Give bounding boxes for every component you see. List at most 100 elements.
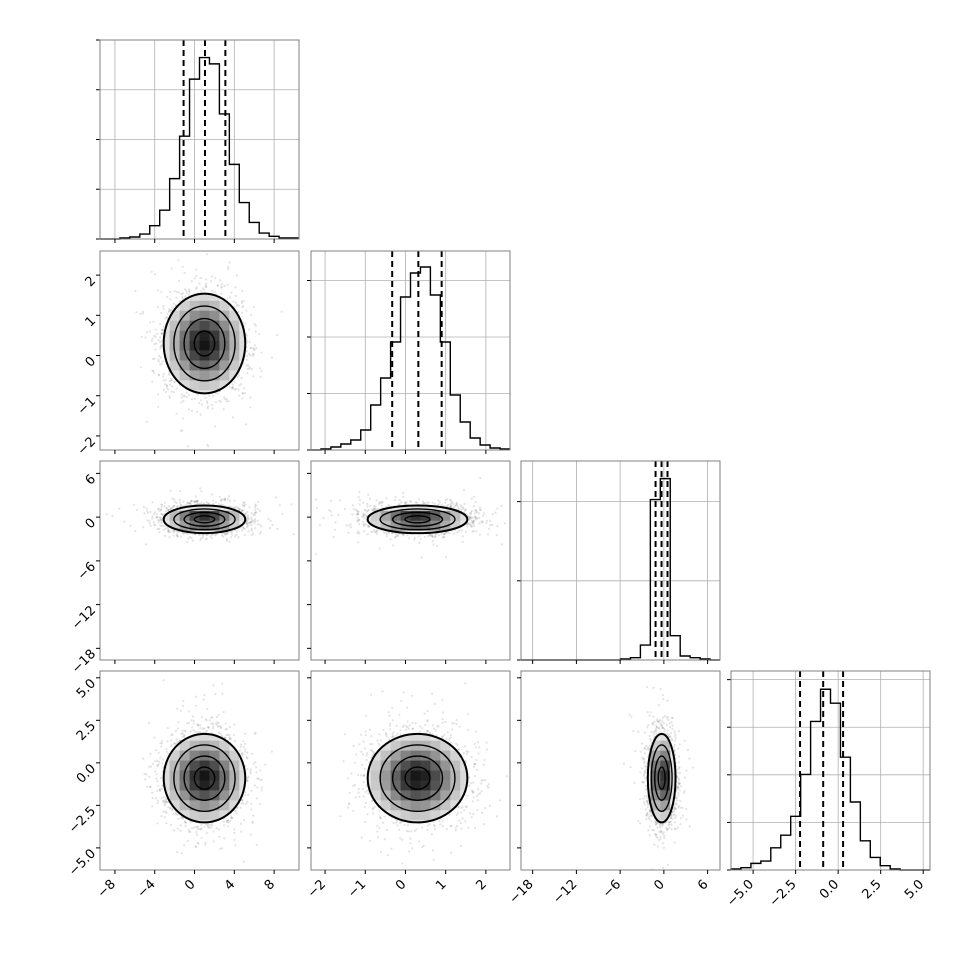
- scatter-point: [165, 379, 167, 381]
- scatter-point: [157, 306, 159, 308]
- x-tick-label: 0.0: [817, 877, 842, 902]
- density-cell: [190, 281, 200, 291]
- scatter-point: [247, 368, 249, 370]
- scatter-point: [243, 387, 245, 389]
- scatter-point: [257, 508, 259, 510]
- scatter-point: [252, 533, 254, 535]
- scatter-point: [245, 309, 247, 311]
- scatter-point: [191, 410, 193, 412]
- scatter-point: [179, 502, 181, 504]
- scatter-point: [390, 538, 392, 540]
- scatter-point: [156, 513, 158, 515]
- scatter-point: [221, 287, 223, 289]
- scatter-point: [210, 280, 212, 282]
- scatter-point: [251, 368, 253, 370]
- density-cell: [219, 360, 229, 370]
- scatter-point: [246, 350, 248, 352]
- scatter-point: [159, 336, 161, 338]
- scatter-point: [221, 498, 223, 500]
- scatter-point: [253, 306, 255, 308]
- scatter-point: [492, 513, 494, 515]
- scatter-point: [236, 304, 238, 306]
- scatter-point: [222, 504, 224, 506]
- scatter-point: [191, 537, 193, 539]
- scatter-point: [239, 508, 241, 510]
- scatter-point: [166, 385, 168, 387]
- scatter-point: [408, 537, 410, 539]
- scatter-point: [175, 297, 177, 299]
- scatter-point: [164, 502, 166, 504]
- scatter-point: [176, 535, 178, 537]
- scatter-point: [153, 521, 155, 523]
- x-tick-label: −2.5: [767, 877, 800, 910]
- y-tick-label: −2: [75, 434, 99, 458]
- scatter-point: [157, 519, 159, 521]
- scatter-point: [182, 501, 184, 503]
- scatter-point: [188, 408, 190, 410]
- x-tick-label: 5.0: [902, 877, 927, 902]
- scatter-point: [168, 505, 170, 507]
- scatter-point: [251, 528, 253, 530]
- scatter-point: [155, 329, 157, 331]
- scatter-point: [228, 400, 230, 402]
- scatter-point: [196, 287, 198, 289]
- scatter-panel-1-0: [100, 216, 299, 513]
- scatter-point: [168, 308, 170, 310]
- scatter-point: [281, 311, 283, 313]
- scatter-point: [465, 531, 467, 533]
- scatter-point: [236, 530, 238, 532]
- scatter-point: [473, 505, 475, 507]
- scatter-point: [146, 421, 148, 423]
- histogram-step-line: [731, 689, 930, 870]
- scatter-point: [175, 388, 177, 390]
- scatter-point: [206, 400, 208, 402]
- scatter-point: [163, 308, 165, 310]
- scatter-point: [158, 528, 160, 530]
- scatter-point: [162, 360, 164, 362]
- scatter-point: [194, 398, 196, 400]
- scatter-point: [254, 522, 256, 524]
- scatter-point: [157, 289, 159, 291]
- scatter-point: [237, 389, 239, 391]
- scatter-point: [255, 325, 257, 327]
- y-tick-label: −12: [69, 603, 99, 633]
- scatter-point: [260, 352, 262, 354]
- scatter-point: [173, 303, 175, 305]
- scatter-point: [191, 398, 193, 400]
- scatter-point: [186, 502, 188, 504]
- scatter-point: [158, 521, 160, 523]
- scatter-point: [180, 293, 182, 295]
- scatter-point: [154, 336, 156, 338]
- scatter-point: [198, 402, 200, 404]
- scatter-point: [153, 372, 155, 374]
- scatter-point: [143, 512, 145, 514]
- scatter-point: [230, 536, 232, 538]
- scatter-panel-2-1: [311, 461, 552, 660]
- scatter-point: [176, 413, 178, 415]
- histogram-step-line: [100, 58, 299, 239]
- scatter-point: [257, 523, 259, 525]
- scatter-point: [259, 524, 261, 526]
- scatter-point: [254, 509, 256, 511]
- scatter-point: [165, 391, 167, 393]
- panel-content: [315, 477, 552, 559]
- scatter-point: [244, 503, 246, 505]
- scatter-point: [291, 503, 293, 505]
- axes-frame: [100, 461, 299, 660]
- scatter-point: [250, 524, 252, 526]
- scatter-point: [260, 376, 262, 378]
- scatter-point: [202, 537, 204, 539]
- scatter-point: [198, 216, 200, 218]
- scatter-point: [200, 490, 202, 492]
- scatter-point: [211, 275, 213, 277]
- scatter-point: [347, 532, 349, 534]
- scatter-point: [247, 522, 249, 524]
- scatter-point: [241, 290, 243, 292]
- scatter-point: [201, 403, 203, 405]
- scatter-point: [171, 379, 173, 381]
- scatter-point: [167, 313, 169, 315]
- scatter-point: [161, 332, 163, 334]
- scatter-point: [254, 518, 256, 520]
- scatter-point: [184, 272, 186, 274]
